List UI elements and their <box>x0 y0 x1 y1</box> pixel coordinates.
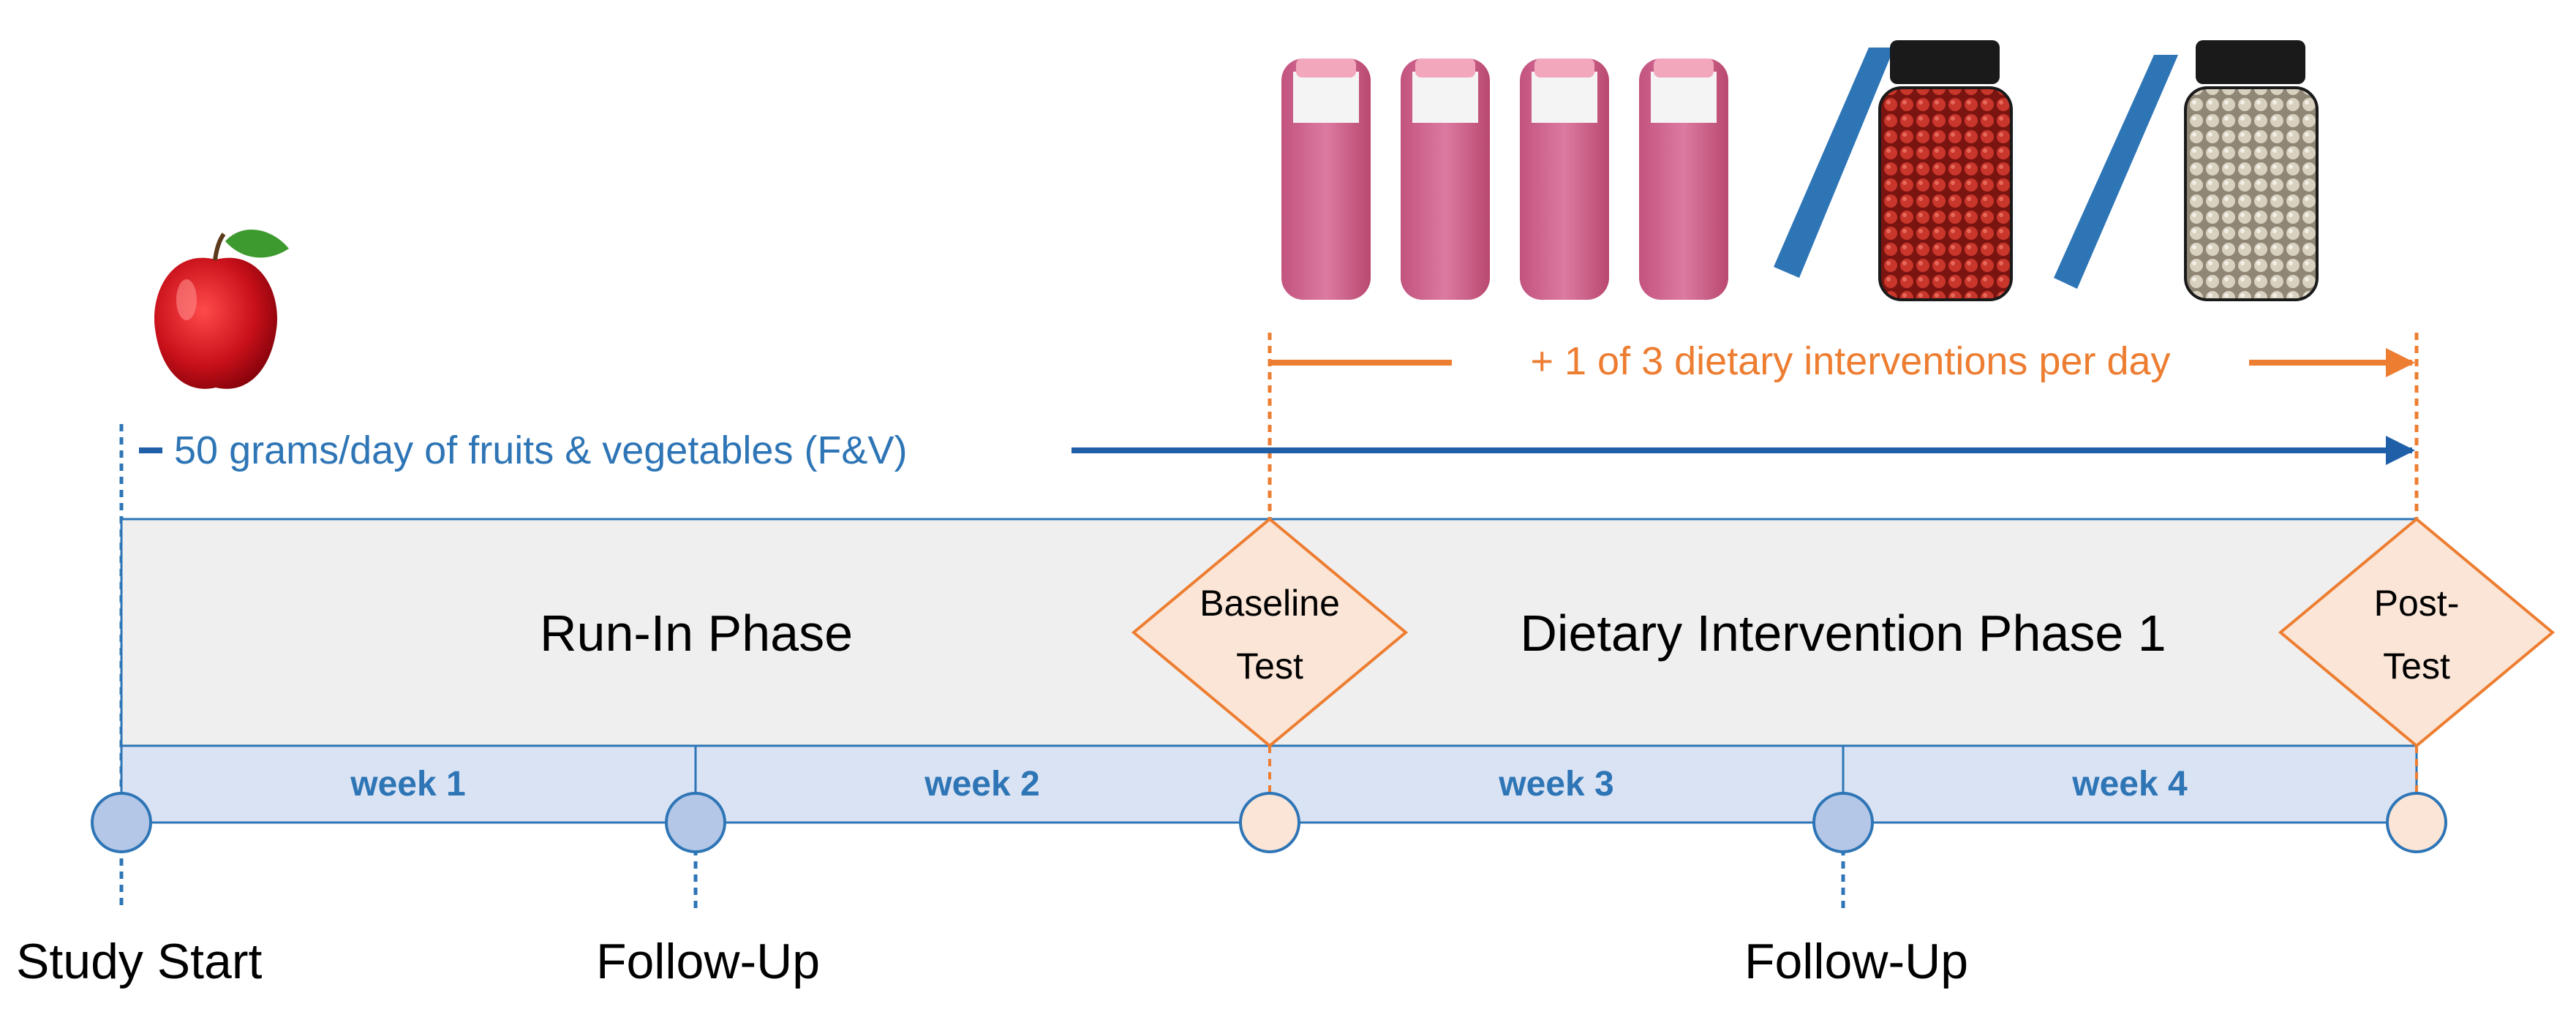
baseline-test-label-line1: Baseline <box>1200 583 1340 624</box>
run-in-phase-label: Run-In Phase <box>540 605 853 662</box>
smoothie-bottle-icon <box>1401 58 1490 300</box>
intervention-phase-label: Dietary Intervention Phase 1 <box>1520 605 2166 662</box>
slash-divider-icon <box>1774 48 1894 278</box>
week-1-label: week 1 <box>350 765 465 804</box>
study-start-marker <box>91 792 152 853</box>
red-capsule-jar-icon <box>1878 40 2013 301</box>
week-4-label: week 4 <box>2071 765 2188 804</box>
beige-capsule-jar-icon <box>2184 40 2319 301</box>
smoothie-bottle-icon <box>1520 58 1609 300</box>
post-test-diamond: Post- Test <box>2278 517 2556 748</box>
apple-icon <box>154 229 289 389</box>
study-start-label: Study Start <box>16 934 262 989</box>
fv-arrow-label: 50 grams/day of fruits & vegetables (F&V… <box>174 428 907 472</box>
post-test-label-line1: Post- <box>2374 583 2460 624</box>
baseline-test-marker <box>1239 792 1300 853</box>
baseline-test-diamond: Baseline Test <box>1131 517 1409 748</box>
week-2-label: week 2 <box>924 765 1039 804</box>
intervention-arrow-label: + 1 of 3 dietary interventions per day <box>1530 339 2170 383</box>
baseline-test-label-line2: Test <box>1236 646 1303 687</box>
slash-divider-icon <box>2054 55 2178 289</box>
post-test-marker <box>2386 792 2447 853</box>
smoothie-bottle-icon <box>1281 58 1371 300</box>
follow-up-1-marker <box>665 792 726 853</box>
follow-up-2-label: Follow-Up <box>1744 934 1968 989</box>
follow-up-1-label: Follow-Up <box>596 934 820 989</box>
follow-up-2-marker <box>1812 792 1874 853</box>
week-3-label: week 3 <box>1498 765 1613 804</box>
smoothie-bottle-icon <box>1639 58 1728 300</box>
post-test-label-line2: Test <box>2383 646 2450 687</box>
